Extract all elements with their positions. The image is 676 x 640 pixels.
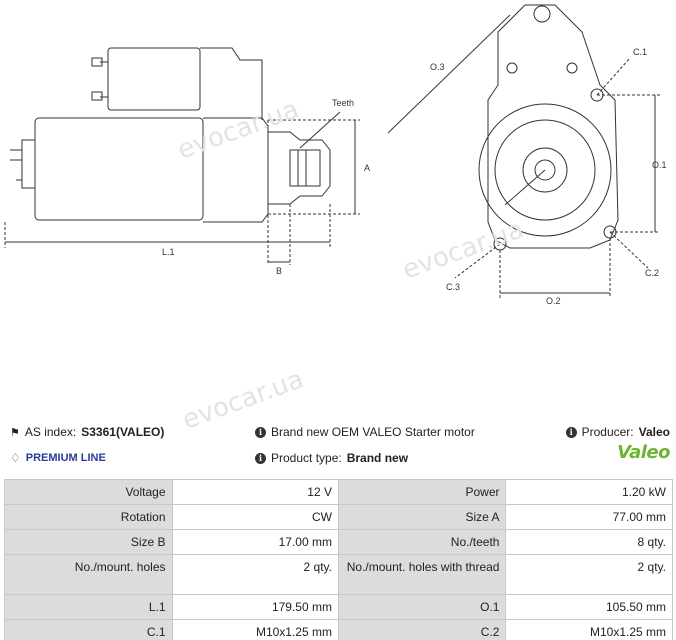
description-text: Brand new OEM VALEO Starter motor — [271, 425, 475, 439]
as-index-value: S3361(VALEO) — [81, 425, 165, 439]
spec-label: Rotation — [4, 504, 173, 530]
premium-row: ♢ PREMIUM LINE — [10, 451, 106, 465]
starter-drawing-svg: Teeth A L.1 B O.3 C.1 O.1 C.2 C.3 O.2 — [4, 4, 667, 306]
spec-value: 2 qty. — [171, 554, 339, 595]
spec-label: L.1 — [4, 594, 173, 620]
product-type-value: Brand new — [346, 451, 409, 465]
spec-label: No./mount. holes with thread — [337, 554, 507, 595]
label-teeth: Teeth — [332, 98, 354, 108]
info-icon: i — [565, 426, 577, 438]
spec-value: 105.50 mm — [505, 594, 673, 620]
tag-icon: ⚑ — [10, 426, 20, 439]
front-housing — [478, 103, 612, 237]
spec-value: 8 qty. — [505, 529, 673, 555]
spec-label: Size B — [4, 529, 173, 555]
label-o3: O.3 — [430, 62, 445, 72]
product-type-label: Product type: — [271, 451, 342, 465]
front-flange — [487, 4, 619, 249]
spec-label: No./mount. holes — [4, 554, 173, 595]
spec-value: 179.50 mm — [171, 594, 339, 620]
technical-drawing: Teeth A L.1 B O.3 C.1 O.1 C.2 C.3 O.2 ev… — [4, 4, 667, 436]
producer-value: Valeo — [638, 425, 670, 439]
side-motor-body — [34, 117, 204, 221]
info-icon: i — [255, 452, 266, 464]
label-b: B — [276, 266, 282, 276]
spec-label: O.1 — [337, 594, 507, 620]
spec-value: 77.00 mm — [505, 504, 673, 530]
label-a: A — [364, 163, 370, 173]
spec-label: Voltage — [4, 479, 173, 505]
label-o2: O.2 — [546, 296, 561, 306]
info-icon: i — [255, 426, 266, 438]
description-row: i Brand new OEM VALEO Starter motor — [255, 425, 475, 439]
as-index-label: AS index: — [24, 425, 77, 439]
spec-value: 1.20 kW — [505, 479, 673, 505]
side-solenoid — [107, 47, 201, 111]
producer-label: Producer: — [581, 425, 634, 439]
spec-value: M10x1.25 mm — [505, 619, 673, 640]
spec-label: No./teeth — [337, 529, 507, 555]
spec-label: Power — [337, 479, 507, 505]
spec-value: CW — [171, 504, 339, 530]
label-c2: C.2 — [645, 268, 659, 278]
as-index-row: ⚑ AS index: S3361(VALEO) — [10, 425, 164, 439]
label-o1: O.1 — [652, 160, 667, 170]
premium-line-label: PREMIUM LINE — [25, 452, 106, 464]
spec-value: M10x1.25 mm — [171, 619, 339, 640]
spec-label: C.2 — [337, 619, 507, 640]
product-type-row: i Product type: Brand new — [255, 451, 408, 465]
valeo-logo: Valeo — [617, 442, 670, 463]
label-c1: C.1 — [633, 47, 647, 57]
spec-label: Size A — [337, 504, 507, 530]
spec-value: 17.00 mm — [171, 529, 339, 555]
spec-value: 2 qty. — [505, 554, 673, 595]
spec-label: C.1 — [4, 619, 173, 640]
product-info: ⚑ AS index: S3361(VALEO) i Brand new OEM… — [0, 420, 676, 472]
diamond-icon: ♢ — [10, 451, 21, 465]
spec-value: 12 V — [171, 479, 339, 505]
label-c3: C.3 — [446, 282, 460, 292]
label-l1: L.1 — [162, 247, 175, 257]
producer-row: i Producer: Valeo — [565, 425, 670, 439]
